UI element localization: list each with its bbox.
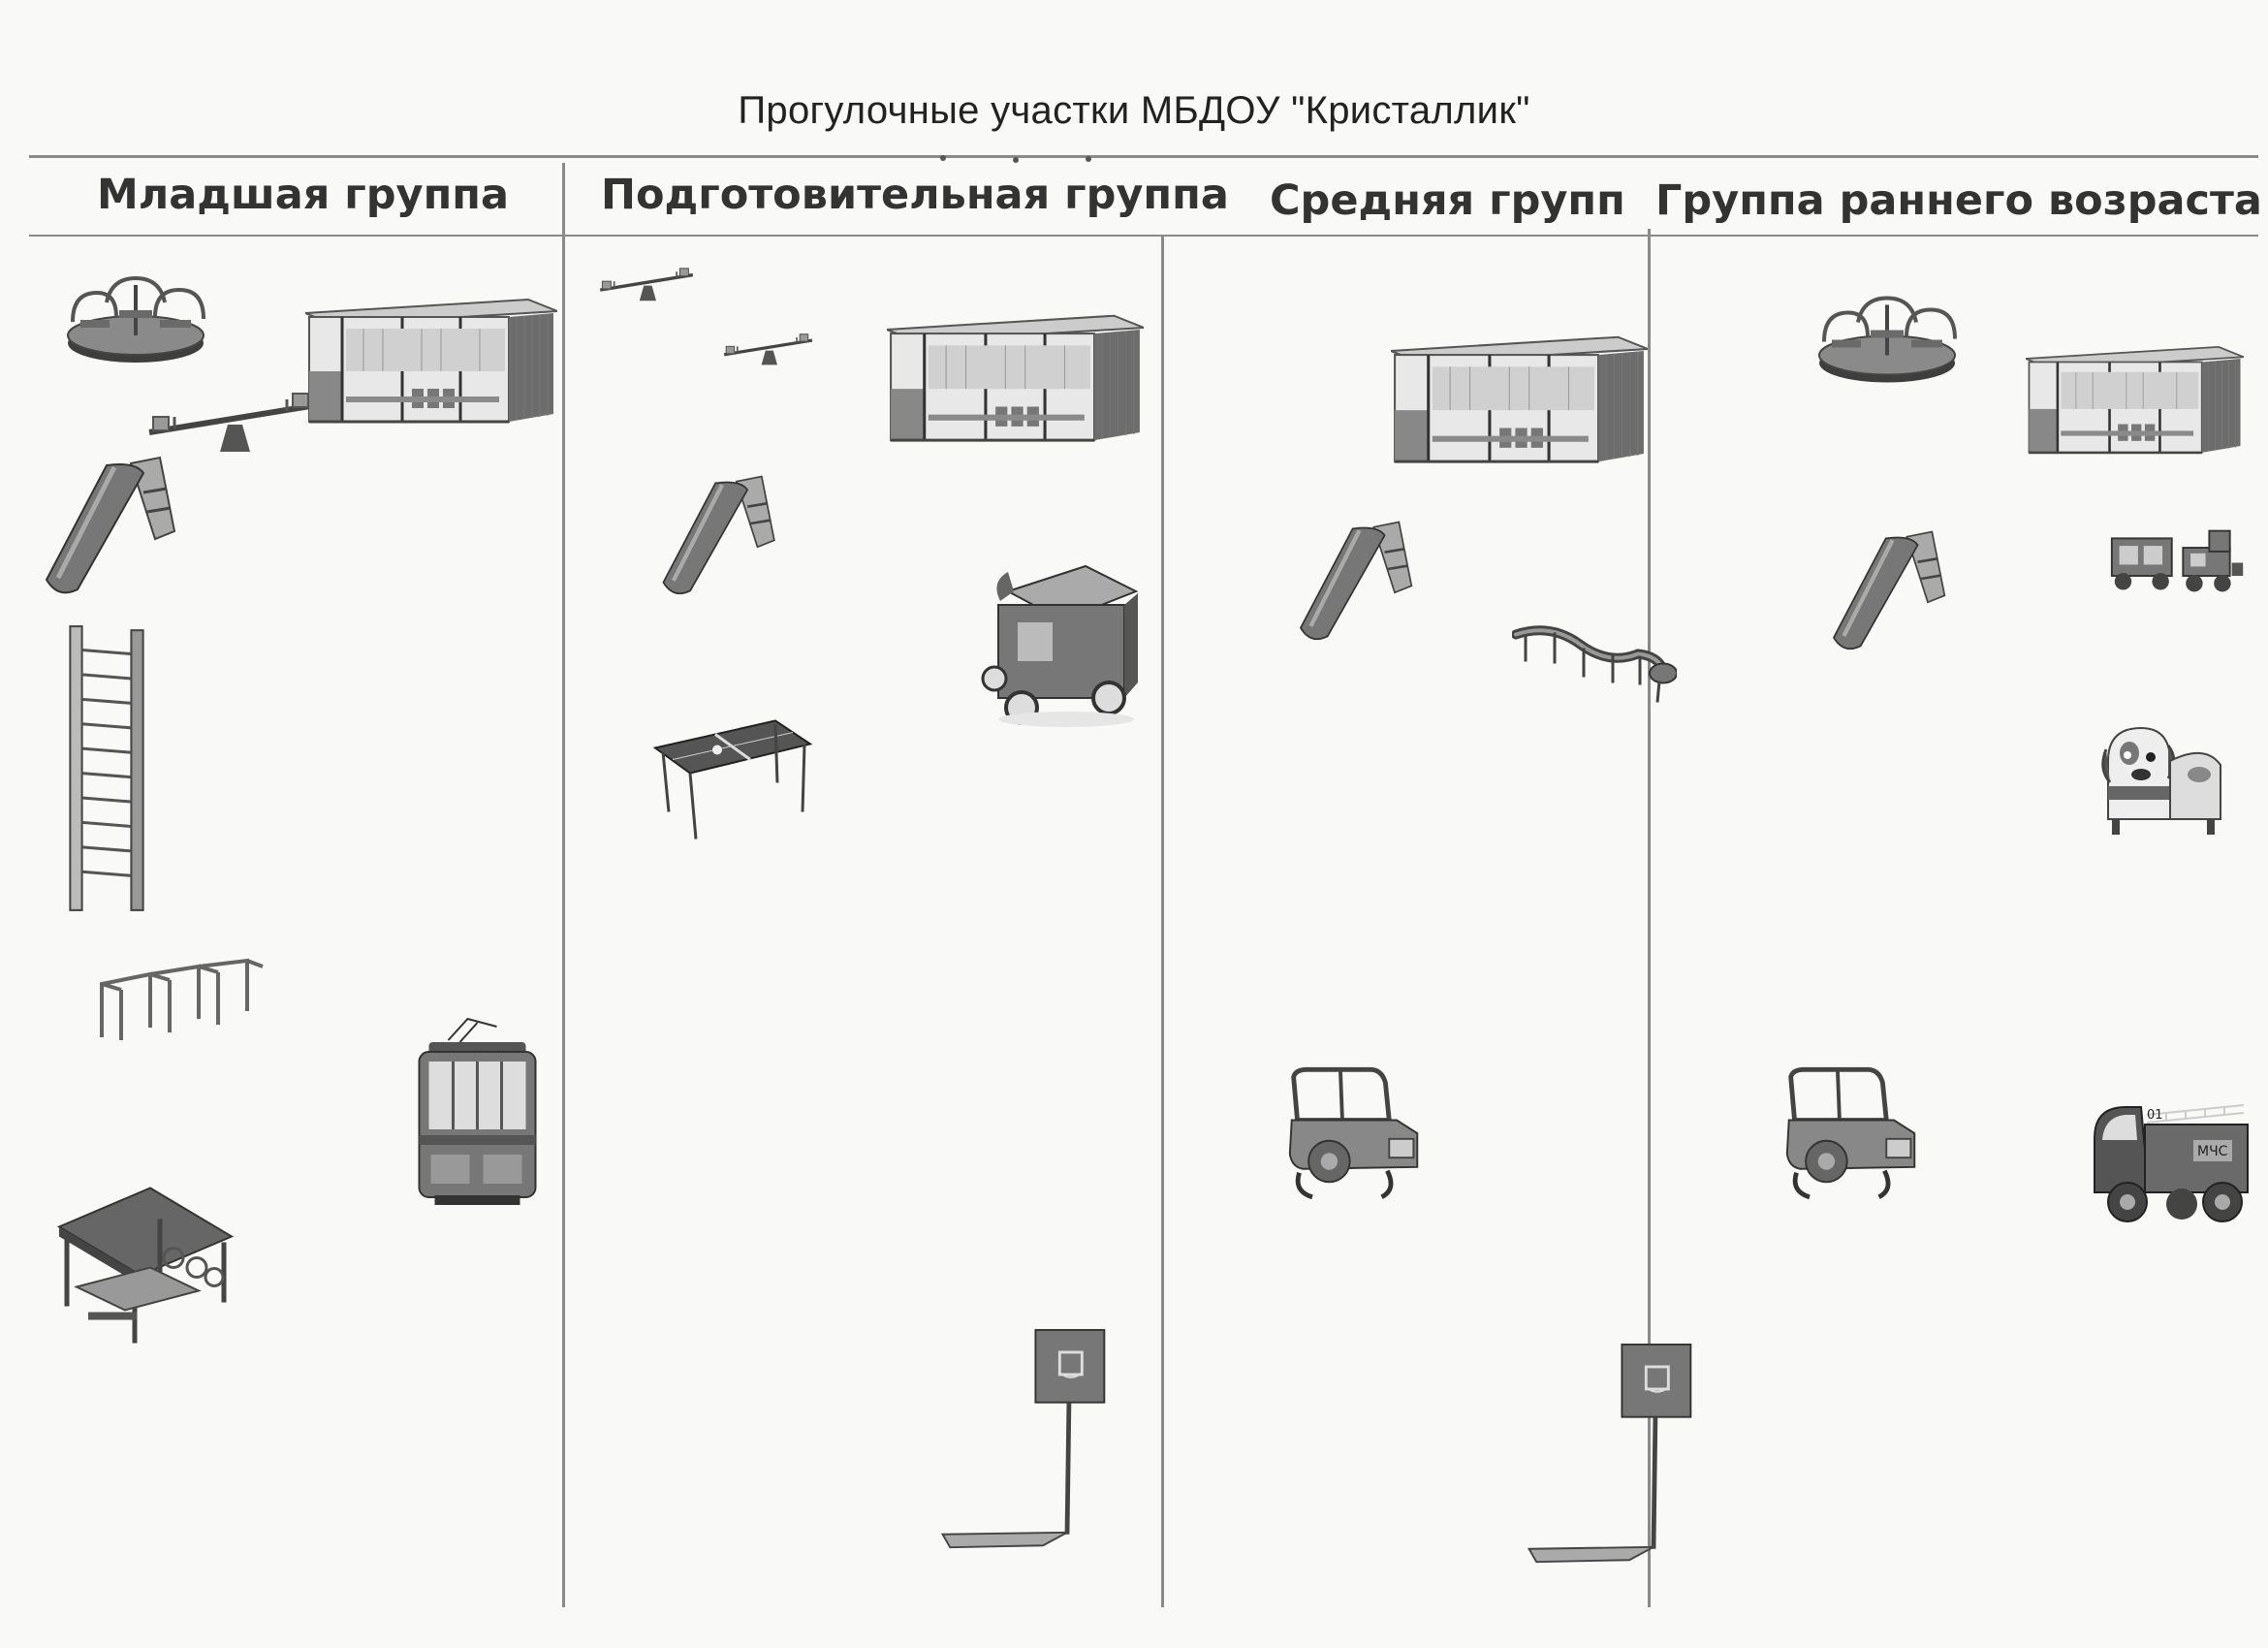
document-title: Прогулочные участки МБДОУ "Кристаллик" (738, 89, 1530, 132)
seesaw-icon (598, 264, 695, 304)
seesaw-icon (722, 330, 814, 368)
pavilion-icon (2026, 330, 2244, 475)
carriage-icon (979, 553, 1144, 727)
column-heading-middle: Средняя групп (1270, 176, 1625, 225)
slide-icon (39, 454, 184, 599)
scan-mark (940, 155, 946, 161)
fire-truck-icon: 01 МЧС (2089, 1095, 2253, 1231)
column-heading-early-age: Группа раннего возраста (1655, 176, 2262, 225)
car-spring-rider-icon (1781, 1062, 1922, 1207)
carousel-icon (53, 264, 218, 370)
horizontal-bars-icon (92, 955, 267, 1042)
pavilion-icon (305, 291, 557, 436)
fire-truck-number: 01 (2147, 1108, 2163, 1123)
column-heading-junior: Младшая группа (97, 171, 510, 219)
header-bottom-rule (29, 235, 2258, 237)
basketball-hoop-icon (1512, 1343, 1706, 1566)
pavilion-icon (887, 308, 1144, 454)
column-divider-1 (562, 163, 565, 1607)
seesaw-icon (145, 388, 320, 456)
table-tennis-icon (649, 713, 814, 843)
header-top-rule (29, 155, 2258, 158)
fire-truck-badge: МЧС (2197, 1144, 2228, 1159)
wall-bars-icon (58, 620, 155, 916)
tram-icon (407, 1013, 548, 1207)
canopy-table-icon (53, 1178, 237, 1347)
dog-bench-icon (2098, 722, 2224, 839)
snake-balance-icon (1512, 613, 1677, 705)
pavilion-icon (1391, 330, 1648, 475)
scan-mark (1086, 156, 1091, 162)
car-spring-rider-icon (1284, 1062, 1425, 1207)
scan-mark (1013, 157, 1019, 163)
column-divider-3 (1648, 229, 1651, 1607)
slide-icon (654, 473, 785, 599)
train-icon (2108, 522, 2249, 604)
slide-icon (1827, 528, 1953, 654)
column-heading-preparatory: Подготовительная группа (601, 171, 1229, 219)
carousel-icon (1805, 281, 1969, 393)
slide-icon (1294, 519, 1420, 645)
basketball-hoop-icon (926, 1328, 1119, 1551)
column-divider-2 (1161, 237, 1164, 1607)
